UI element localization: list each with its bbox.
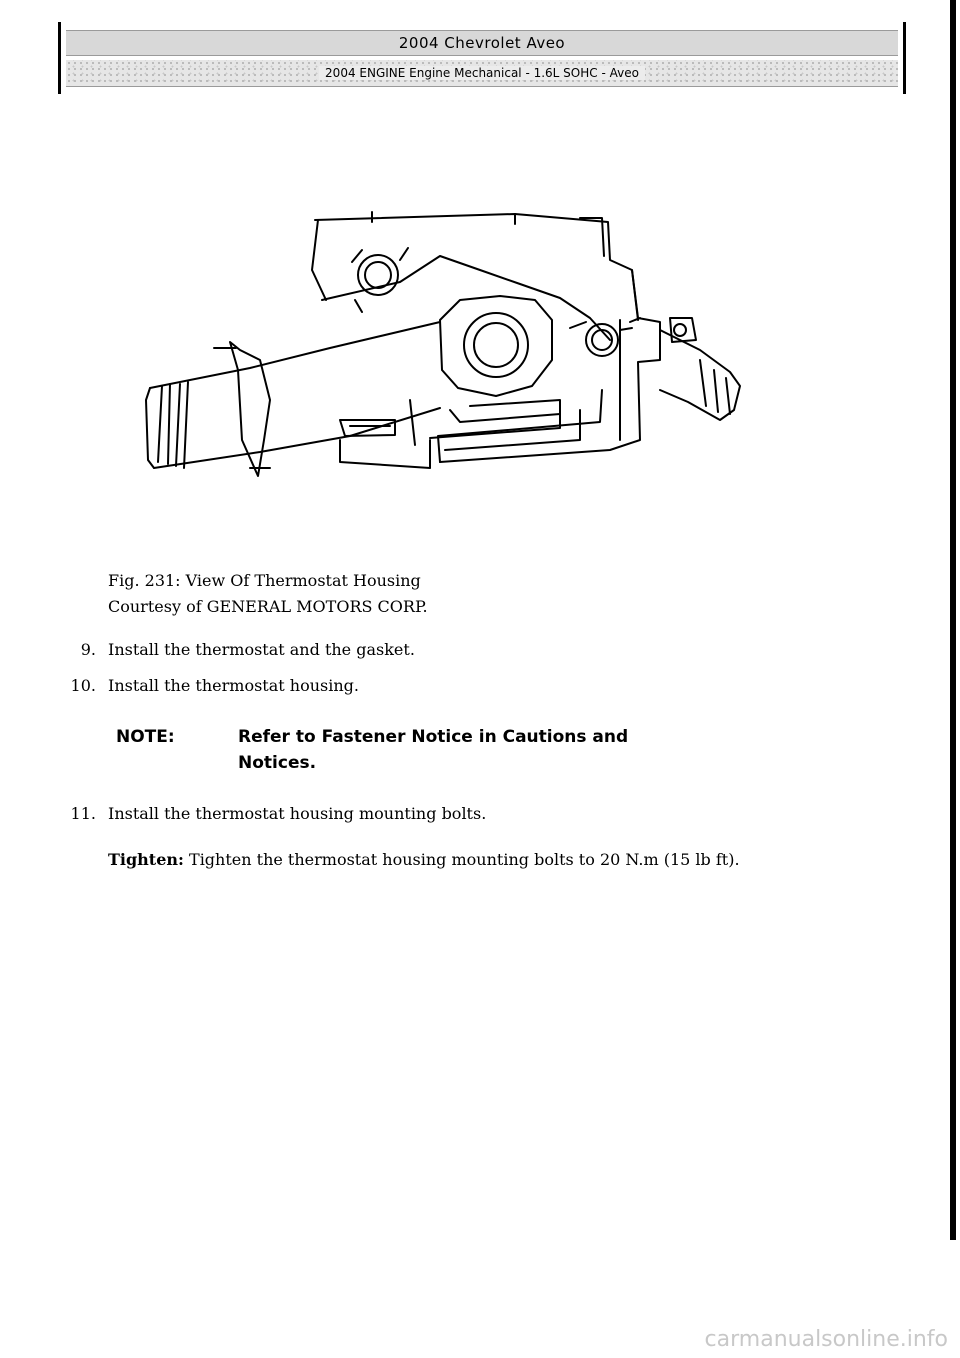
tighten-text: Tighten the thermostat housing mounting … xyxy=(189,850,740,869)
note-block: NOTE: Refer to Fastener Notice in Cautio… xyxy=(116,724,716,776)
step-9: 9. Install the thermostat and the gasket… xyxy=(60,640,415,659)
document-title: 2004 Chevrolet Aveo xyxy=(398,34,566,52)
thermostat-housing-figure xyxy=(140,200,760,500)
step-10: 10. Install the thermostat housing. xyxy=(60,676,359,695)
note-label: NOTE: xyxy=(116,727,175,747)
tighten-label: Tighten: xyxy=(108,850,184,869)
step-text: Install the thermostat and the gasket. xyxy=(108,640,415,659)
step-text: Install the thermostat housing. xyxy=(108,676,359,695)
figure-caption: Fig. 231: View Of Thermostat Housing Cou… xyxy=(108,568,428,620)
watermark: carmanualsonline.info xyxy=(704,1327,948,1352)
step-number: 11. xyxy=(70,804,96,823)
header-subtitle-band: 2004 ENGINE Engine Mechanical - 1.6L SOH… xyxy=(66,60,898,87)
page-header: 2004 Chevrolet Aveo 2004 ENGINE Engine M… xyxy=(58,22,906,94)
step-11: 11. Install the thermostat housing mount… xyxy=(60,804,487,823)
header-title-band: 2004 Chevrolet Aveo xyxy=(66,30,898,56)
page-edge-line xyxy=(950,0,956,1240)
note-text: Refer to Fastener Notice in Cautions and… xyxy=(238,727,629,773)
step-number: 9. xyxy=(80,640,96,659)
document-subtitle: 2004 ENGINE Engine Mechanical - 1.6L SOH… xyxy=(319,66,645,80)
header-left-rule xyxy=(58,22,61,94)
tighten-instruction: Tighten: Tighten the thermostat housing … xyxy=(108,850,740,869)
step-number: 10. xyxy=(70,676,96,695)
header-right-rule xyxy=(903,22,906,94)
caption-courtesy: Courtesy of GENERAL MOTORS CORP. xyxy=(108,597,428,616)
step-text: Install the thermostat housing mounting … xyxy=(108,804,487,823)
caption-title: Fig. 231: View Of Thermostat Housing xyxy=(108,571,421,590)
